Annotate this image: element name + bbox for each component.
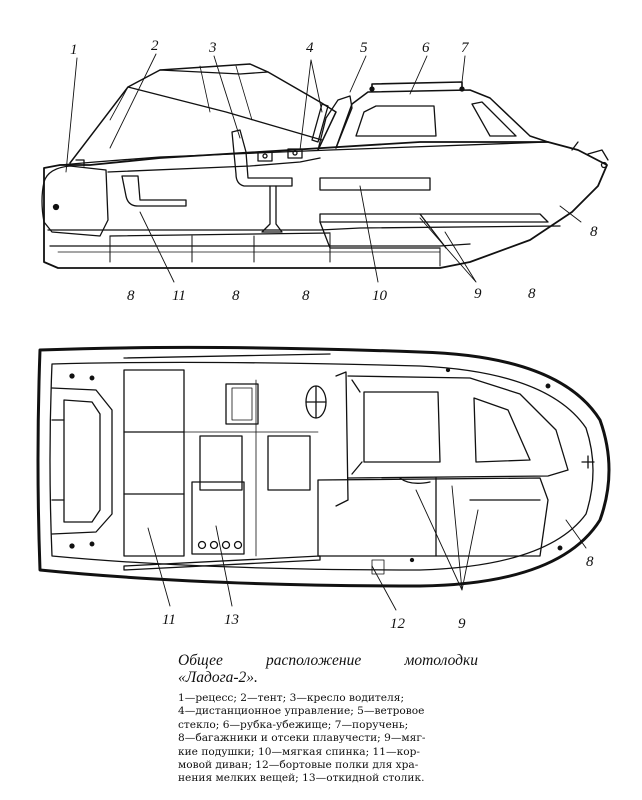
keel-line — [49, 243, 471, 247]
top-cushions — [317, 477, 549, 557]
callout-8-fwd: 8 — [528, 286, 536, 302]
callout-8-mid1: 8 — [232, 288, 240, 304]
legend-line: 8—багажники и отсеки плавучести; 9—мяг- — [178, 732, 426, 745]
callout-9-top: 9 — [458, 616, 466, 632]
cabin-window-2 — [471, 101, 517, 137]
compartment-dividers — [109, 233, 441, 267]
transom-recess — [41, 165, 109, 237]
folding-table — [191, 481, 245, 555]
legend-line: стекло; 6—рубка-убежище; 7—поручень; — [178, 718, 409, 731]
callout-8-stern: 8 — [127, 288, 135, 304]
cabin-window-1 — [355, 105, 437, 137]
top-stern-seat — [123, 369, 185, 557]
remote-control-right — [287, 148, 303, 159]
soft-cushions — [319, 213, 549, 223]
windshield — [317, 95, 353, 151]
top-view: 11 13 12 9 8 — [36, 345, 611, 632]
top-cabin — [347, 375, 569, 479]
legend-line: 1—рецесс; 2—тент; 3—кресло водителя; — [178, 692, 405, 704]
callout-13: 13 — [224, 612, 239, 628]
caption-title-line1: Общее расположение мотолодки — [178, 652, 478, 669]
callout-11-top: 11 — [162, 612, 176, 628]
side-view: 1 2 3 4 5 6 7 8 8 11 8 8 10 9 8 — [41, 38, 609, 304]
legend-line: кие подушки; 10—мягкая спинка; 11—кор- — [178, 745, 420, 758]
callout-7: 7 — [461, 40, 470, 56]
callout-8-top: 8 — [586, 554, 594, 570]
floor-panel-2 — [267, 435, 311, 491]
caption-legend: 1—рецесс; 2—тент; 3—кресло водителя; 4—д… — [178, 692, 478, 786]
top-cabin-window-1 — [363, 391, 441, 463]
canopy-tent — [69, 63, 337, 164]
callout-6: 6 — [422, 40, 430, 56]
callout-11-side: 11 — [172, 288, 186, 304]
top-transom-recess — [51, 387, 113, 535]
top-windshield — [335, 371, 349, 507]
side-shelves — [123, 353, 331, 571]
top-driver-seat — [225, 383, 259, 425]
callout-8-mid2: 8 — [302, 288, 310, 304]
caption-title-line2: «Ладога-2». — [178, 669, 258, 686]
top-cabin-window-2 — [473, 397, 531, 463]
remote-control-left — [257, 151, 273, 162]
top-leader-lines — [147, 485, 587, 611]
stern-seat — [121, 175, 187, 207]
callout-3: 3 — [208, 40, 217, 56]
figure-caption: Общее расположение мотолодки «Ладога-2».… — [178, 652, 478, 786]
callout-10: 10 — [372, 288, 388, 304]
side-hull-outline — [43, 141, 608, 269]
cabin-shelter — [335, 89, 549, 149]
top-hull-outline — [36, 345, 611, 588]
chine-line — [47, 225, 561, 231]
callout-8-bow: 8 — [590, 224, 598, 240]
steering-wheel — [311, 103, 329, 143]
legend-line: 4—дистанционное управление; 5—ветровое — [178, 705, 425, 718]
legend-line: мовой диван; 12—бортовые полки для хра- — [178, 759, 419, 772]
callout-2: 2 — [151, 38, 159, 54]
callout-5: 5 — [360, 40, 368, 56]
top-inner-gunwale — [49, 361, 594, 571]
soft-backrest — [319, 177, 431, 191]
callout-4: 4 — [306, 40, 314, 56]
legend-line: нения мелких вещей; 13—откидной столик. — [178, 772, 425, 785]
handrail — [371, 81, 463, 89]
sheer-line — [59, 141, 549, 166]
driver-seat — [231, 129, 293, 187]
callout-1: 1 — [70, 42, 78, 58]
floor-panel-1 — [199, 435, 243, 491]
callout-12: 12 — [390, 616, 406, 632]
callout-9-side: 9 — [474, 286, 482, 302]
side-leader-lines — [65, 53, 582, 283]
